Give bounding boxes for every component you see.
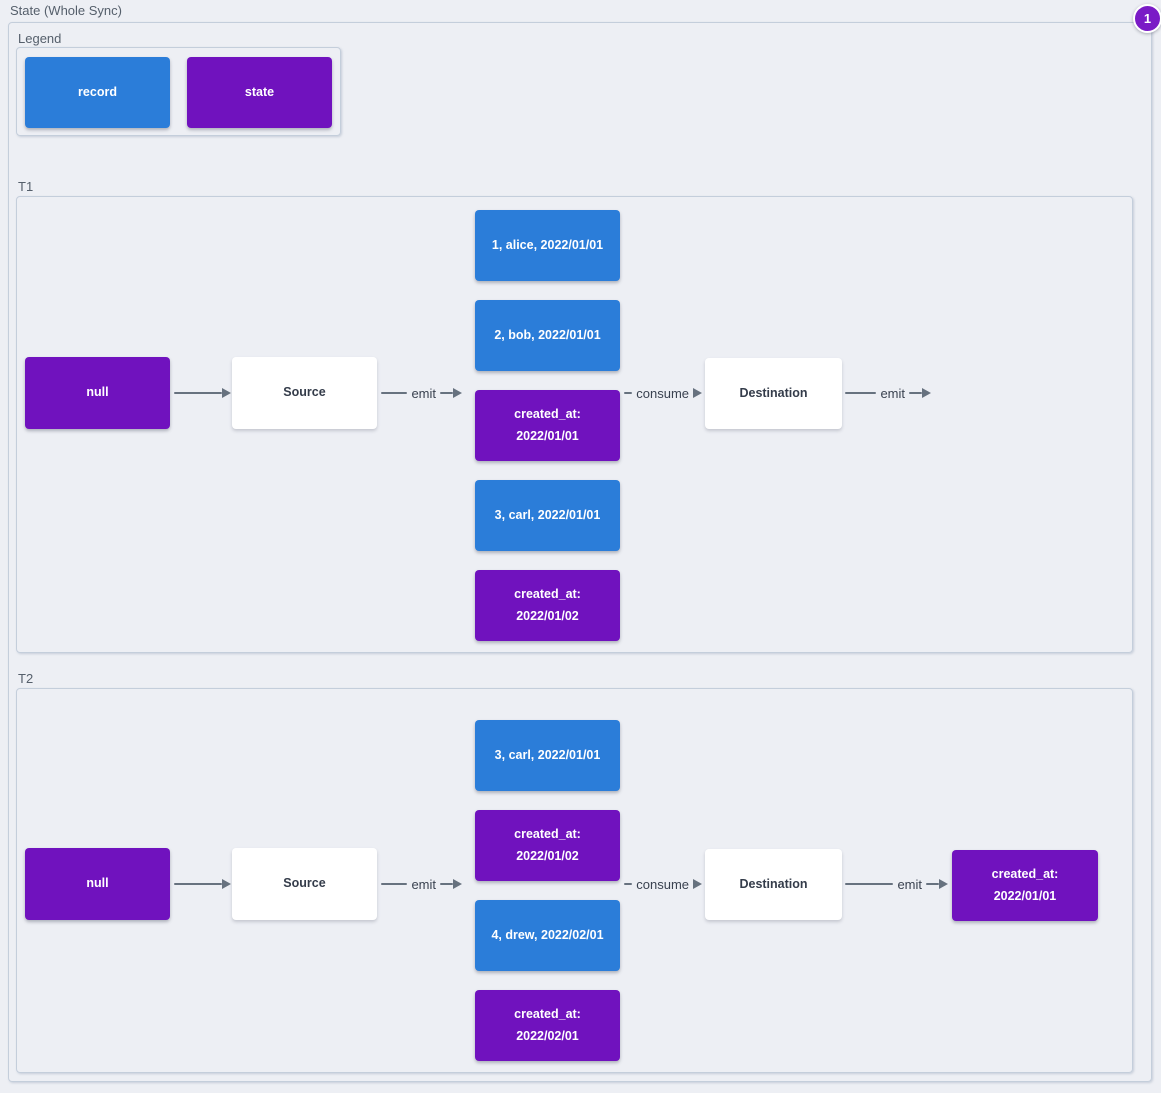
t2-record-drew-node: 4, drew, 2022/02/01 [475, 900, 620, 971]
t2-null-state-node: null [25, 848, 170, 920]
legend-frame [16, 47, 341, 136]
arrow-line [174, 882, 222, 886]
t1-consume-arrow: consume [624, 385, 702, 401]
t2-frame [16, 688, 1133, 1073]
arrow-line [440, 391, 453, 395]
t1-emit-from-destination-arrow: emit [845, 385, 931, 401]
t2-source-node: Source [232, 848, 377, 920]
t1-title: T1 [18, 179, 34, 194]
legend-state-node: state [187, 57, 332, 128]
edge-label-emit: emit [880, 385, 905, 401]
edge-label-emit: emit [411, 385, 436, 401]
arrow-line [624, 391, 633, 395]
arrowhead-icon [693, 388, 702, 398]
t1-state-created-at-2-node: created_at: 2022/01/02 [475, 570, 620, 641]
arrow-line [926, 882, 939, 886]
arrow-line [845, 882, 894, 886]
t1-record-carl-node: 3, carl, 2022/01/01 [475, 480, 620, 551]
t2-emit-from-destination-arrow: emit [845, 876, 948, 892]
arrowhead-icon [693, 879, 702, 889]
t2-title: T2 [18, 671, 34, 686]
arrow-line [845, 391, 877, 395]
arrow-line [381, 391, 408, 395]
t1-source-node: Source [232, 357, 377, 429]
edge-label-emit: emit [897, 876, 922, 892]
t2-record-carl-node: 3, carl, 2022/01/01 [475, 720, 620, 791]
state-whole-sync-frame [8, 22, 1152, 1082]
t2-consume-arrow: consume [624, 876, 702, 892]
t2-emit-from-source-arrow: emit [381, 876, 462, 892]
arrowhead-icon [922, 388, 931, 398]
page-title: State (Whole Sync) [10, 3, 122, 18]
arrow-line [174, 391, 222, 395]
t1-null-to-source-arrow [174, 386, 231, 400]
legend-title: Legend [18, 31, 62, 46]
annotation-badge-1: 1 [1133, 4, 1161, 33]
t2-output-state-node: created_at: 2022/01/01 [952, 850, 1098, 921]
arrowhead-icon [222, 388, 231, 398]
edge-label-consume: consume [636, 876, 689, 892]
t2-null-to-source-arrow [174, 877, 231, 891]
t2-destination-node: Destination [705, 849, 842, 920]
arrow-line [624, 882, 633, 886]
t1-record-alice-node: 1, alice, 2022/01/01 [475, 210, 620, 281]
t1-emit-from-source-arrow: emit [381, 385, 462, 401]
t1-frame [16, 196, 1133, 653]
t2-state-created-at-node: created_at: 2022/01/02 [475, 810, 620, 881]
arrow-line [381, 882, 408, 886]
arrow-line [440, 882, 453, 886]
legend-record-node: record [25, 57, 170, 128]
arrowhead-icon [939, 879, 948, 889]
t1-destination-node: Destination [705, 358, 842, 429]
arrowhead-icon [453, 388, 462, 398]
arrow-line [909, 391, 922, 395]
arrowhead-icon [453, 879, 462, 889]
t2-state-created-at-2-node: created_at: 2022/02/01 [475, 990, 620, 1061]
arrowhead-icon [222, 879, 231, 889]
t1-record-bob-node: 2, bob, 2022/01/01 [475, 300, 620, 371]
edge-label-consume: consume [636, 385, 689, 401]
t1-null-state-node: null [25, 357, 170, 429]
edge-label-emit: emit [411, 876, 436, 892]
t1-state-created-at-node: created_at: 2022/01/01 [475, 390, 620, 461]
